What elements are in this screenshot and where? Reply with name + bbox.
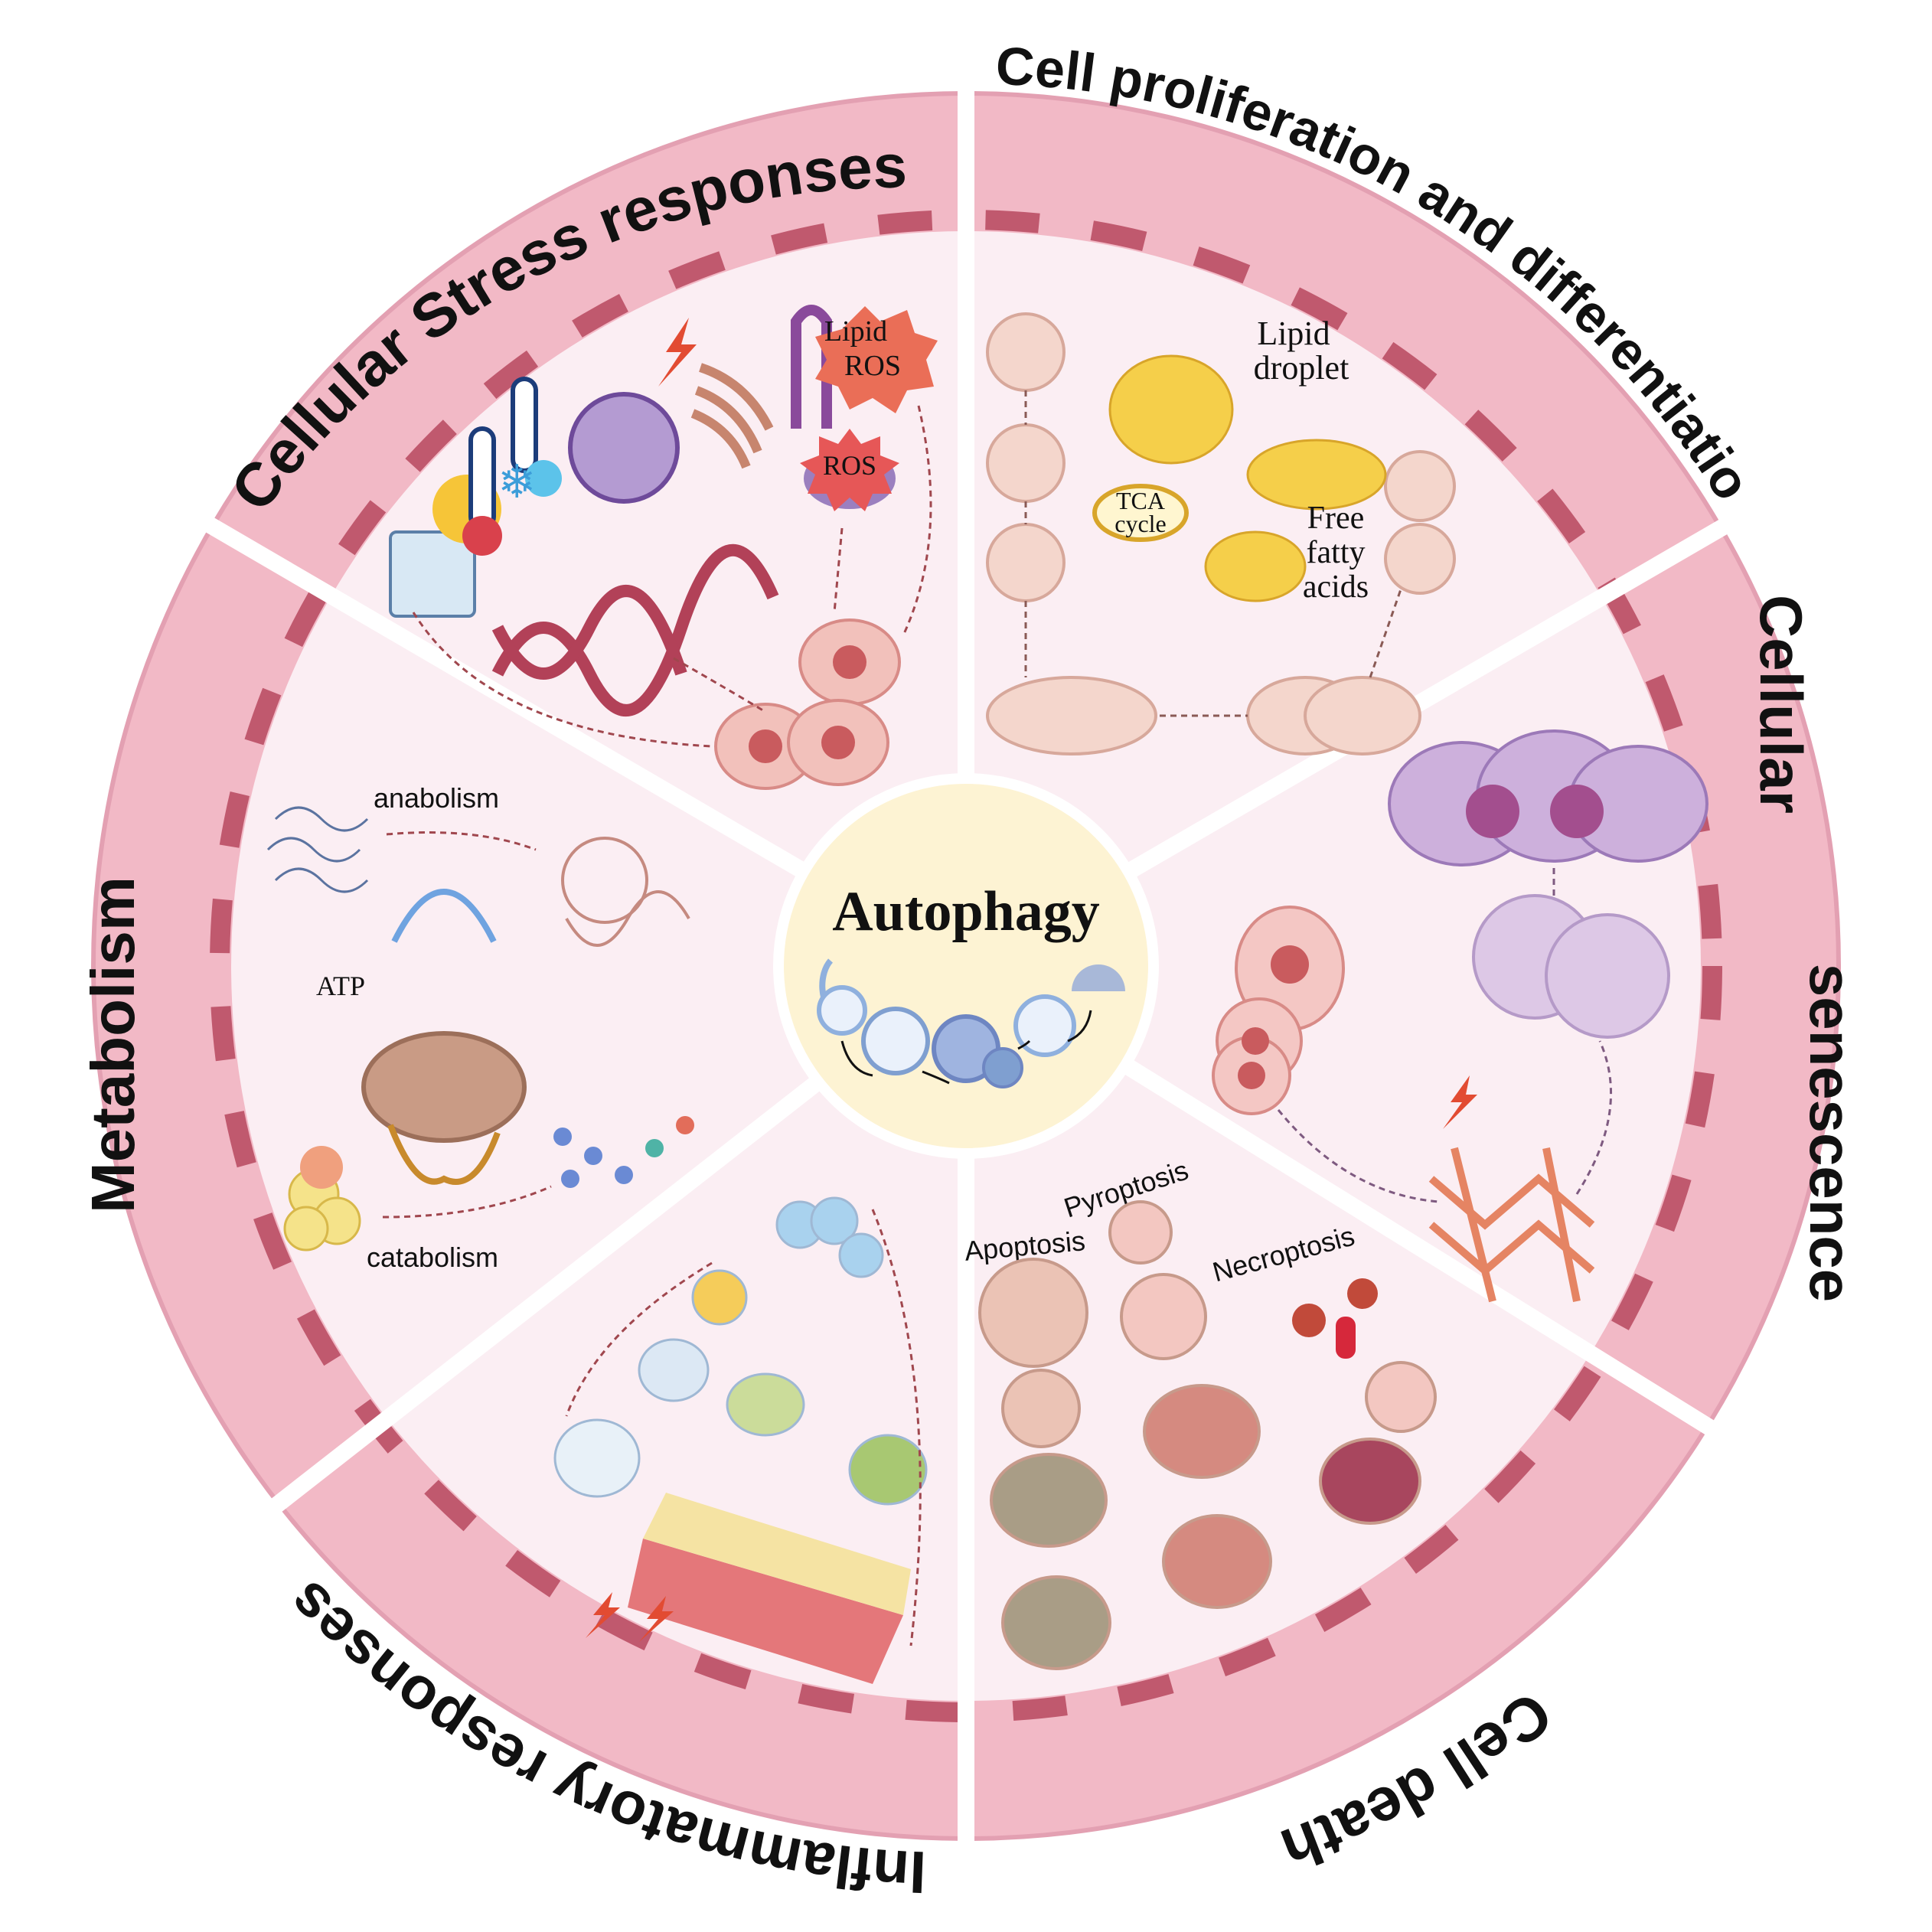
autophagosome-sequence-icon <box>817 958 1125 1088</box>
proliferating-nucleus-icon <box>1238 945 1309 1089</box>
membrane-icon <box>791 305 832 429</box>
ring-dashes <box>210 210 1722 1722</box>
metabolism-panel: anabolism catabolism ATP <box>266 782 694 1273</box>
ring-label-senescence-line2: senescence <box>1797 964 1865 1302</box>
proliferation-panel: Lipid droplet TCA cycle Free fatty acids <box>986 312 1456 756</box>
proliferation-arrows <box>1024 390 1402 717</box>
thermometer-cold-bulb-icon <box>525 460 562 497</box>
senescence-arrows <box>1277 865 1612 1203</box>
irradiated-cell-icon <box>568 392 680 504</box>
extracellular-matrix-icon <box>1428 1147 1595 1303</box>
thermometer-cold-icon <box>511 377 538 473</box>
inflammation-lightning-icon <box>586 1592 674 1642</box>
ffa-label-2: fatty <box>1307 535 1366 570</box>
senescence-lightning-icon <box>1443 1075 1477 1129</box>
thermometer-bulb-icon <box>462 516 502 556</box>
senescent-cells-icon <box>1388 729 1708 866</box>
ffa-label-3: acids <box>1303 569 1369 605</box>
ros-label: ROS <box>823 450 876 481</box>
senescence-panel <box>1212 729 1708 1303</box>
anabolism-label: anabolism <box>374 782 499 814</box>
dna-damage-icon <box>491 543 779 716</box>
senescent-nucleus-icon <box>1466 785 1604 838</box>
tca-label-2: cycle <box>1114 510 1167 537</box>
catabolism-arrow-icon <box>387 1124 501 1185</box>
anabolism-arrow-icon <box>391 889 497 943</box>
molecule-network-icon <box>553 1116 694 1188</box>
autophagosome-1-icon <box>817 985 867 1036</box>
inflammatory-arrows <box>565 1209 922 1646</box>
dying-cells-icon <box>978 1200 1437 1670</box>
ros-burst-icon <box>800 429 899 511</box>
thermometer-icon <box>468 426 496 530</box>
blood-vessel-icon <box>628 1539 903 1684</box>
immune-cells-icon <box>553 1196 928 1506</box>
mitosis-cells-icon <box>986 312 1456 756</box>
autophagosome-2-icon <box>861 1007 930 1075</box>
metabolism-mitochondrion-icon <box>361 1031 527 1143</box>
virus-icon <box>1292 1278 1378 1337</box>
lipid-ros-label-1: Lipid <box>824 315 887 348</box>
lightning-icon <box>658 318 697 387</box>
bacterium-icon <box>1336 1317 1356 1359</box>
uv-card-icon <box>389 530 476 618</box>
ffa-label-1: Free <box>1307 501 1365 536</box>
lipid-ros-label-2: ROS <box>844 350 901 382</box>
lipid-droplet-label-1: Lipid <box>1257 315 1330 352</box>
stress-panel: ❄ Lipid ROS ROS <box>389 305 938 790</box>
lipid-droplet-label-2: droplet <box>1254 349 1349 387</box>
er-icon <box>690 363 774 469</box>
metabolism-arrows <box>382 831 552 1219</box>
damaged-cells-icon <box>714 618 901 790</box>
autolysosome-icon <box>1013 994 1076 1057</box>
protein-chain-icon <box>266 806 369 893</box>
pre-senescent-cells-icon <box>1472 894 1670 1039</box>
degraded-vesicle-icon <box>1072 964 1125 991</box>
autophagy-flow-arrows <box>840 1010 1092 1085</box>
stress-arrows <box>412 405 932 748</box>
lipid-droplet-icon <box>1108 354 1387 602</box>
nucleic-acid-icon <box>561 837 690 947</box>
inflammatory-panel <box>553 1196 928 1684</box>
snowflake-icon: ❄ <box>498 455 536 509</box>
ring-label-senescence-line1: Cellular <box>1748 595 1815 814</box>
atp-label: ATP <box>316 971 365 1001</box>
tca-label-1: TCA <box>1116 487 1165 514</box>
vessel-wall-icon <box>643 1493 911 1615</box>
catabolism-label: catabolism <box>367 1242 498 1273</box>
lysosome-icon <box>982 1047 1023 1088</box>
metabolism-cell-icon <box>300 1146 343 1189</box>
lipid-ros-burst-icon <box>815 306 938 413</box>
ring-label-metabolism: Metabolism <box>79 876 147 1213</box>
center-title: Autophagy <box>832 880 1100 943</box>
tca-mitochondrion-icon <box>1092 484 1189 542</box>
